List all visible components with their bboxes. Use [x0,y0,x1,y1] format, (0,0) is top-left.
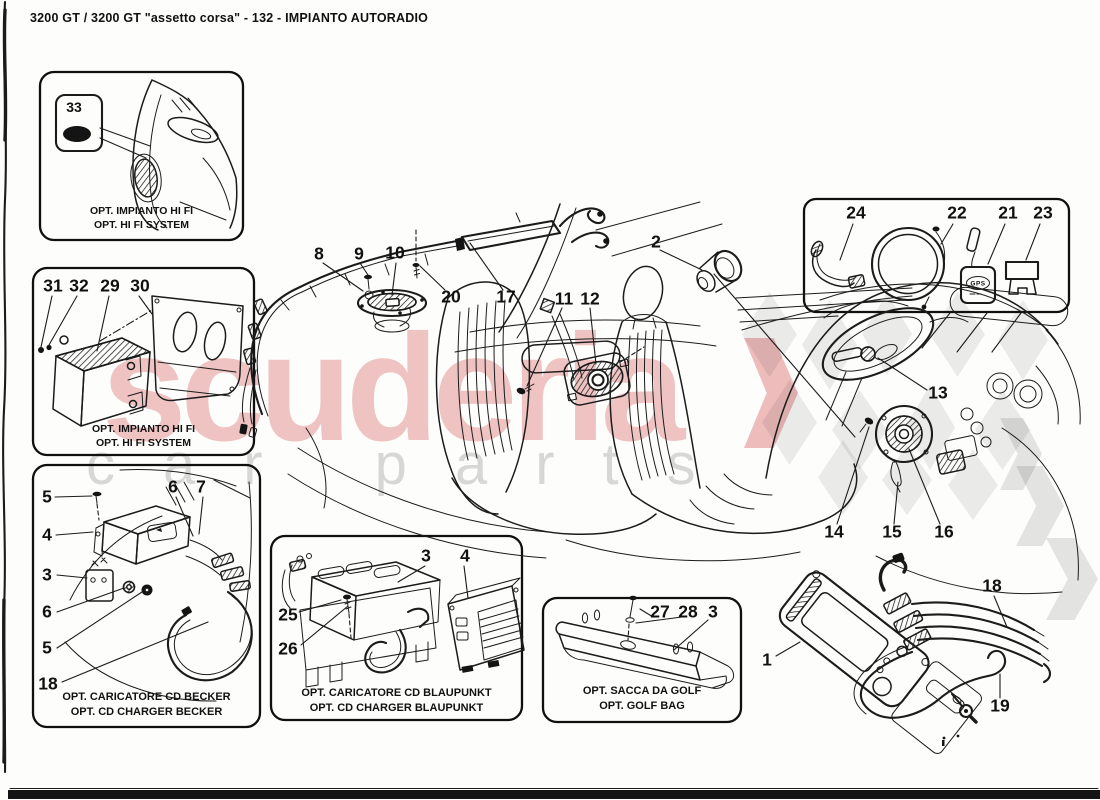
callout-9: 9 [354,243,364,264]
part-label-33: 33 [66,99,82,115]
part-label-5-top: 5 [42,486,52,507]
caption-line: OPT. CARICATORE CD BECKER [62,691,231,703]
part-label-30: 30 [130,275,150,296]
caption-line: OPT. SACCA DA GOLF [582,685,702,697]
part-label-21: 21 [998,202,1018,223]
accessory-kit-sketch [810,226,1040,310]
golf-bag-rail-sketch [555,595,735,689]
caption-line: OPT. CARICATORE CD BLAUPUNKT [301,687,492,699]
door-panel-sketch [54,79,238,231]
panel-frames [31,70,1071,729]
part-label-18-becker: 18 [38,673,58,694]
part-label-6-top: 6 [168,476,178,497]
caption-line: OPT. GOLF BAG [599,699,685,712]
caption-amp-hifi: OPT. IMPIANTO HI FI OPT. HI FI SYSTEM [33,423,254,451]
callout-14: 14 [824,521,844,542]
part-label-29: 29 [100,275,120,296]
amplifier-bracket-sketch [38,295,244,427]
caption-door-hifi: OPT. IMPIANTO HI FI OPT. HI FI SYSTEM [40,205,243,233]
part-label-4-blaupunkt: 4 [460,545,470,566]
caption-golf-bag: OPT. SACCA DA GOLF OPT. GOLF BAG [543,684,741,713]
callout-17: 17 [496,286,516,307]
part-label-25: 25 [278,604,298,625]
car-interior-sketch [239,201,1081,595]
callout-19: 19 [990,695,1010,716]
part-label-28: 28 [678,601,698,622]
caption-line: OPT. CD CHARGER BLAUPUNKT [309,701,484,714]
callout-12: 12 [580,288,600,309]
callout-18: 18 [982,575,1002,596]
wiring-harness-sketch [853,552,1052,740]
caption-line: OPT. CD CHARGER BECKER [70,705,223,718]
caption-cd-becker: OPT. CARICATORE CD BECKER OPT. CD CHARGE… [33,690,260,719]
part-label-6-left: 6 [42,601,52,622]
cd-charger-blaupunkt-sketch [281,553,525,688]
callout-10: 10 [385,242,405,263]
callout-20: 20 [441,286,461,307]
part-label-22: 22 [947,202,967,223]
part-label-5-mid: 5 [42,637,52,658]
part-label-26: 26 [278,638,298,659]
part-label-3-becker: 3 [42,564,52,585]
part-label-4-becker: 4 [42,524,52,545]
cd-charger-becker-sketch [64,469,253,702]
callout-11: 11 [554,288,574,309]
part-label-24: 24 [846,202,866,223]
gps-module-label: GPS [970,280,986,288]
callout-8: 8 [314,243,324,264]
caption-line: OPT. IMPIANTO HI FI [91,423,196,435]
part-label-3-golf: 3 [708,601,718,622]
caption-cd-blaupunkt: OPT. CARICATORE CD BLAUPUNKT OPT. CD CHA… [271,686,522,715]
callout-13: 13 [928,382,948,403]
part-label-7: 7 [196,476,206,497]
part-label-31: 31 [43,275,63,296]
part-label-27: 27 [650,601,670,622]
page-title: 3200 GT / 3200 GT "assetto corsa" - 132 … [30,11,429,25]
callout-15: 15 [882,521,902,542]
callout-leader-lines [40,223,1041,699]
part-label-3-blaupunkt: 3 [421,545,431,566]
callout-1: 1 [762,649,772,670]
part-label-23: 23 [1033,202,1053,223]
callout-16: 16 [934,521,954,542]
caption-line: OPT. IMPIANTO HI FI [89,205,194,217]
caption-line: OPT. HI FI SYSTEM [95,436,192,449]
part-label-32: 32 [69,275,89,296]
callout-2: 2 [651,231,661,252]
caption-line: OPT. HI FI SYSTEM [93,218,190,231]
